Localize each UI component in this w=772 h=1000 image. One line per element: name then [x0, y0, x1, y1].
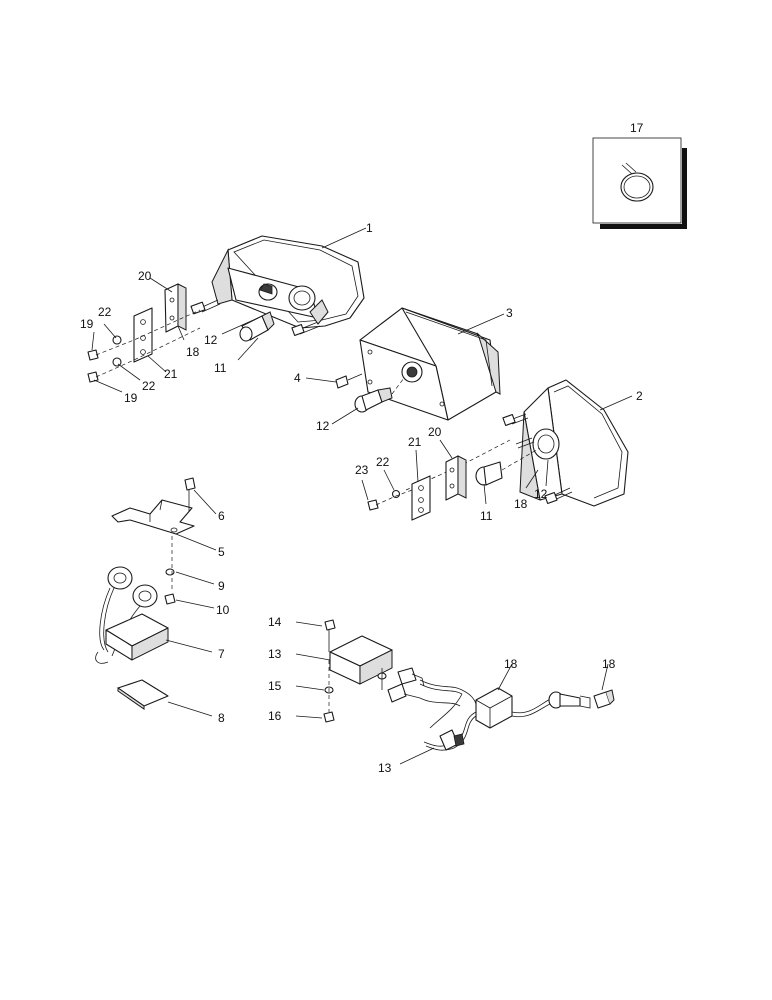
callout-8: 8 — [218, 711, 225, 725]
callout-22: 22 — [142, 379, 156, 393]
callout-5: 5 — [218, 545, 225, 559]
callout-12: 12 — [204, 333, 218, 347]
nuts-washers-left — [87, 335, 122, 383]
nut-16-icon — [323, 711, 335, 723]
callout-12: 12 — [534, 487, 548, 501]
callout-14: 14 — [268, 615, 282, 629]
callout-18: 18 — [602, 657, 616, 671]
callout-13: 13 — [268, 647, 282, 661]
callout-7: 7 — [218, 647, 225, 661]
callout-4: 4 — [294, 371, 301, 385]
callout-22: 22 — [376, 455, 390, 469]
callout-23: 23 — [355, 463, 369, 477]
tail-lamp-left — [190, 235, 365, 337]
control-box-13 — [329, 635, 393, 690]
callout-9: 9 — [218, 579, 225, 593]
nut-10-icon — [164, 593, 176, 605]
callout-20: 20 — [138, 269, 152, 283]
detail-box-17 — [592, 137, 687, 229]
callout-18: 18 — [186, 345, 200, 359]
connector-18-icon — [593, 689, 615, 709]
decal-label-8 — [117, 679, 169, 710]
callout-11: 11 — [480, 509, 493, 523]
callouts: 17 1 20 22 19 12 18 11 21 22 19 3 4 2 12… — [80, 121, 644, 775]
callout-10: 10 — [216, 603, 230, 617]
callout-15: 15 — [268, 679, 282, 693]
tail-lamp-right — [502, 379, 629, 507]
callout-2: 2 — [636, 389, 643, 403]
callout-1: 1 — [366, 221, 373, 235]
wiring-harness — [387, 667, 591, 751]
callout-18: 18 — [504, 657, 518, 671]
mount-bracket-5 — [111, 499, 195, 535]
callout-19: 19 — [80, 317, 94, 331]
center-lamp-housing — [359, 307, 501, 421]
callout-19: 19 — [124, 391, 138, 405]
bolt-4-icon — [335, 373, 363, 389]
bulb-socket-left — [239, 283, 275, 342]
callout-17: 17 — [630, 121, 644, 135]
mounting-bracket-left — [133, 283, 187, 363]
hose-clamp-icon — [620, 162, 654, 202]
callout-21: 21 — [408, 435, 422, 449]
callout-21: 21 — [164, 367, 178, 381]
callout-22: 22 — [98, 305, 112, 319]
callout-20: 20 — [428, 425, 442, 439]
callout-6: 6 — [218, 509, 225, 523]
mounting-bracket-right — [411, 455, 467, 521]
flasher-module — [95, 566, 169, 664]
callout-18: 18 — [514, 497, 528, 511]
socket-center-icon — [354, 387, 393, 413]
leader-lines — [91, 227, 633, 765]
callout-3: 3 — [506, 306, 513, 320]
callout-12: 12 — [316, 419, 330, 433]
bolt-14-icon — [324, 619, 336, 652]
bolt-6-icon — [184, 477, 196, 512]
nuts-washers-right — [367, 489, 401, 511]
callout-11: 11 — [214, 361, 227, 375]
washer-9-icon — [165, 568, 175, 576]
callout-13: 13 — [378, 761, 392, 775]
bulb-right-icon — [475, 461, 503, 486]
callout-16: 16 — [268, 709, 282, 723]
